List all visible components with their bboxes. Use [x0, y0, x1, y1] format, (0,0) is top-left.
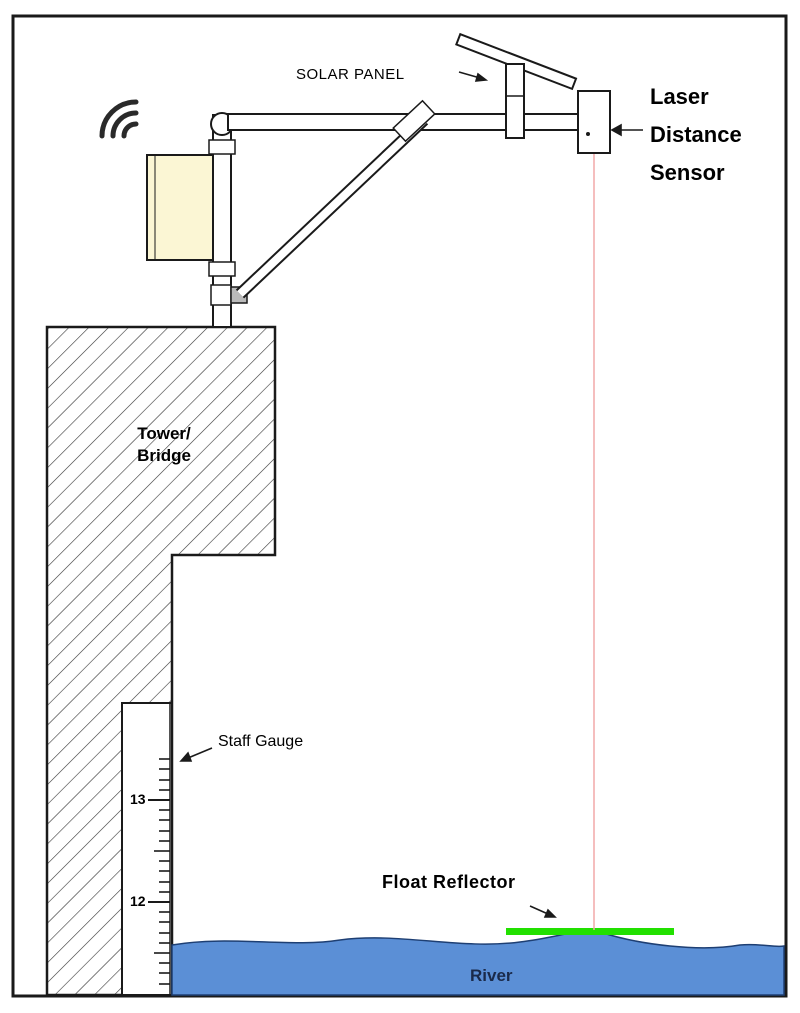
data-logger-box [146, 154, 214, 261]
laser-distance-sensor-label: Laser Distance Sensor [650, 78, 742, 192]
tower-label-line-1: Tower/ [137, 424, 191, 443]
pointer-arrows [179, 71, 643, 918]
sensor-label-line-2: Distance [650, 122, 742, 147]
gauge-ticks [148, 758, 170, 985]
tower-label-line-2: Bridge [137, 446, 191, 465]
tower-bridge-structure [45, 325, 277, 997]
tower-bridge-label: Tower/ Bridge [118, 423, 210, 467]
gauge-mark-13: 13 [130, 791, 146, 807]
river-water [171, 930, 785, 996]
staff-gauge-label: Staff Gauge [218, 733, 304, 750]
solar-panel-label: SOLAR PANEL [296, 66, 405, 83]
gauge-mark-12: 12 [130, 893, 146, 909]
diagonal-brace [235, 99, 436, 299]
float-reflector-label: Float Reflector [382, 872, 516, 892]
river-label: River [470, 966, 513, 985]
laser-distance-sensor [577, 90, 611, 154]
staff-gauge [121, 702, 173, 996]
float-reflector [506, 928, 674, 935]
wireless-signal-icon [99, 99, 139, 139]
solar-panel [455, 32, 578, 139]
sensor-label-line-3: Sensor [650, 160, 725, 185]
sensor-label-line-1: Laser [650, 84, 709, 109]
